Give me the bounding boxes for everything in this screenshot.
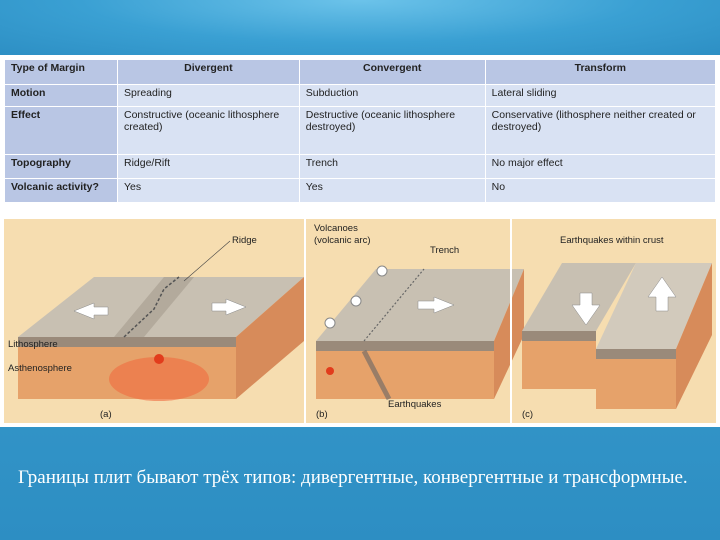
- cell-transform: No: [485, 179, 715, 203]
- row-label-motion: Motion: [5, 85, 118, 107]
- panel-divider: [510, 219, 512, 423]
- cell-divergent: Yes: [118, 179, 300, 203]
- label-panel-b: (b): [316, 409, 328, 420]
- label-panel-c: (c): [522, 409, 533, 420]
- plate-boundary-illustration: Ridge Lithosphere Asthenosphere (a) Vol: [4, 219, 716, 423]
- label-earthquakes: Earthquakes: [388, 399, 442, 410]
- table-row: Motion Spreading Subduction Lateral slid…: [5, 85, 716, 107]
- cell-divergent: Spreading: [118, 85, 300, 107]
- row-label-effect: Effect: [5, 107, 118, 155]
- header-transform: Transform: [485, 60, 715, 85]
- table-row: Volcanic activity? Yes Yes No: [5, 179, 716, 203]
- cell-transform: Lateral sliding: [485, 85, 715, 107]
- label-earthquakes-within-crust: Earthquakes within crust: [560, 235, 664, 246]
- header-band: [0, 0, 720, 55]
- header-divergent: Divergent: [118, 60, 300, 85]
- divergent-block: [18, 277, 304, 401]
- label-trench: Trench: [430, 245, 459, 256]
- slide-caption: Границы плит бывают трёх типов: диверген…: [18, 466, 702, 490]
- table-row: Effect Constructive (oceanic lithosphere…: [5, 107, 716, 155]
- plate-margins-table: Type of Margin Divergent Convergent Tran…: [4, 59, 716, 203]
- label-volcanic-arc: (volcanic arc): [314, 235, 371, 246]
- header-convergent: Convergent: [299, 60, 485, 85]
- table-row: Topography Ridge/Rift Trench No major ef…: [5, 155, 716, 179]
- row-label-volcanic-activity: Volcanic activity?: [5, 179, 118, 203]
- cell-convergent: Subduction: [299, 85, 485, 107]
- row-label-topography: Topography: [5, 155, 118, 179]
- cell-divergent: Constructive (oceanic lithosphere create…: [118, 107, 300, 155]
- panel-divider: [304, 219, 306, 423]
- label-volcanoes: Volcanoes: [314, 223, 358, 234]
- cell-transform: No major effect: [485, 155, 715, 179]
- header-type-of-margin: Type of Margin: [5, 60, 118, 85]
- cell-convergent: Yes: [299, 179, 485, 203]
- plate-margins-figure: Type of Margin Divergent Convergent Tran…: [0, 55, 720, 427]
- label-panel-a: (a): [100, 409, 112, 420]
- label-asthenosphere: Asthenosphere: [8, 363, 72, 374]
- label-lithosphere: Lithosphere: [8, 339, 58, 350]
- label-ridge: Ridge: [232, 235, 257, 246]
- table-header-row: Type of Margin Divergent Convergent Tran…: [5, 60, 716, 85]
- plate-boundary-svg: Ridge Lithosphere Asthenosphere (a) Vol: [4, 219, 716, 423]
- cell-convergent: Destructive (oceanic lithosphere destroy…: [299, 107, 485, 155]
- convergent-block: [316, 266, 524, 399]
- cell-convergent: Trench: [299, 155, 485, 179]
- cell-divergent: Ridge/Rift: [118, 155, 300, 179]
- cell-transform: Conservative (lithosphere neither create…: [485, 107, 715, 155]
- transform-block: [522, 263, 712, 409]
